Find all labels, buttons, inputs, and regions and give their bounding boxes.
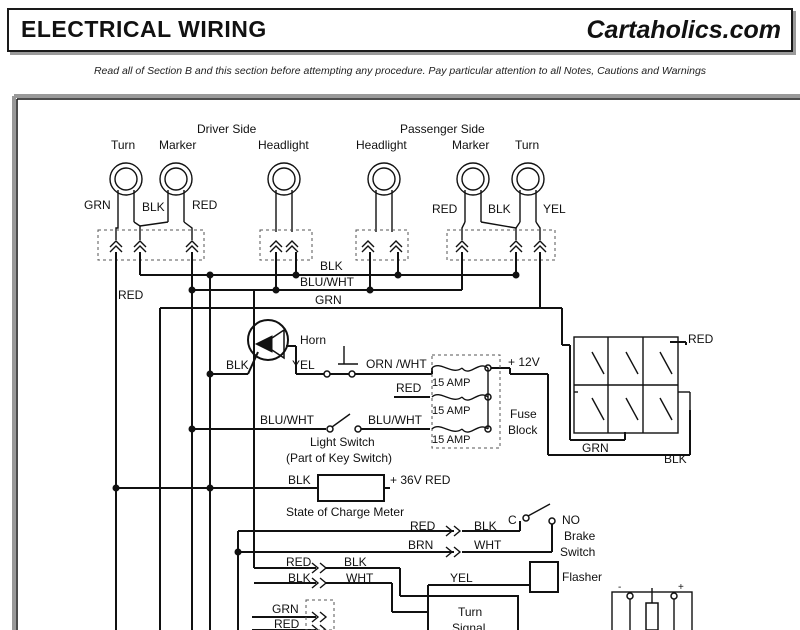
wire-label-grn: GRN (84, 198, 111, 212)
turn-left-label: Turn (111, 138, 135, 152)
wire-label-yel: YEL (543, 202, 566, 216)
connector-box (305, 599, 335, 630)
fuse-label: 15 AMP (432, 377, 471, 389)
horn-label: Horn (300, 333, 326, 347)
connector-box (97, 229, 205, 261)
lamp-icon (367, 162, 401, 232)
wire-label-red: RED (274, 617, 300, 630)
connector-pins (109, 240, 547, 253)
horn-switch-icon (323, 346, 358, 378)
brake-c-label: C (508, 513, 517, 527)
wire-label-red: RED (432, 202, 458, 216)
notice-text: Read all of Section B and this section b… (93, 65, 707, 77)
fuse-block (431, 354, 501, 449)
wire-label-red: RED (410, 519, 436, 533)
plus-label: + (678, 582, 684, 593)
wire-label-yel: YEL (450, 571, 473, 585)
wire-label-wht: WHT (346, 571, 374, 585)
wire-label-bluwht: BLU/WHT (368, 413, 423, 427)
light-switch-icon (326, 413, 362, 433)
junction-dots (112, 271, 520, 556)
wire-label-red: RED (118, 288, 144, 302)
wire-label-blk: BLK (664, 452, 687, 466)
connector-box (355, 229, 409, 261)
flasher-box (529, 561, 559, 593)
charge-meter-label: State of Charge Meter (286, 505, 404, 519)
wire-label-grn: GRN (272, 602, 299, 616)
wire-label-ornwht: ORN /WHT (366, 357, 427, 371)
fuse-label: 15 AMP (432, 405, 471, 417)
key-switch-label: (Part of Key Switch) (286, 451, 392, 465)
horn-icon (247, 319, 289, 361)
turn-signal-box (427, 595, 519, 630)
page-title: ELECTRICAL WIRING (21, 16, 267, 42)
wire-label-bluwht-bus: BLU/WHT (300, 275, 355, 289)
wire-label-yel: YEL (292, 358, 315, 372)
wire-label-wht: WHT (474, 538, 502, 552)
diagram-frame (12, 94, 800, 630)
wire-label-blk: BLK (344, 555, 367, 569)
fuse-label: 15 AMP (432, 434, 471, 446)
turn-connectors (311, 562, 328, 630)
wire-label-blk: BLK (142, 200, 165, 214)
driver-side-label: Driver Side (197, 122, 257, 136)
wire-label-red: RED (286, 555, 312, 569)
wire-label-blk: BLK (474, 519, 497, 533)
connector-box (259, 229, 313, 261)
voltage-36v-label: + 36V RED (390, 473, 451, 487)
diagram-labels: Driver Side Passenger Side Turn Marker H… (84, 122, 714, 630)
lamp-icon (159, 162, 193, 222)
marker-left-label: Marker (159, 138, 196, 152)
brake-no-label: NO (562, 513, 580, 527)
brake-switch-label: Brake (564, 529, 596, 543)
connector-box (446, 229, 556, 261)
wire-label-red: RED (396, 381, 422, 395)
turn-right-label: Turn (515, 138, 539, 152)
brake-switch-label: Switch (560, 545, 595, 559)
voltage-12v-label: + 12V (508, 355, 540, 369)
charge-meter-box (317, 474, 385, 502)
brake-connectors (445, 525, 462, 558)
wire-label-bluwht: BLU/WHT (260, 413, 315, 427)
wire-label-red: RED (192, 198, 218, 212)
lamp-icon (109, 162, 143, 222)
reverse-buzzer-icon (611, 588, 693, 630)
wire-label-blk-bus: BLK (320, 259, 343, 273)
fuse-block-label: Fuse (510, 407, 537, 421)
wire-label-grn: GRN (582, 441, 609, 455)
wire-label-blk: BLK (288, 571, 311, 585)
light-switch-label: Light Switch (310, 435, 375, 449)
passenger-side-label: Passenger Side (400, 122, 485, 136)
battery-pack (573, 336, 691, 434)
flasher-label: Flasher (562, 570, 602, 584)
lamp-icon (511, 162, 545, 222)
headlight-left-label: Headlight (258, 138, 309, 152)
brake-switch-icon (522, 503, 556, 525)
turn-signal-label: Signal (452, 621, 485, 630)
lamp-icon (456, 162, 490, 222)
turn-signal-label: Turn (458, 605, 482, 619)
wire-label-grn-bus: GRN (315, 293, 342, 307)
marker-right-label: Marker (452, 138, 489, 152)
wire-label-brn: BRN (408, 538, 433, 552)
header-bar: ELECTRICAL WIRING Cartaholics.com (7, 8, 793, 52)
lamp-group (109, 162, 545, 240)
minus-label: - (618, 582, 621, 593)
wire-label-red: RED (688, 332, 714, 346)
lamp-icon (267, 162, 301, 232)
headlight-right-label: Headlight (356, 138, 407, 152)
wire-label-blk: BLK (226, 358, 249, 372)
fuse-block-label: Block (508, 423, 538, 437)
brand-name: Cartaholics.com (586, 16, 781, 44)
wire-label-blk: BLK (488, 202, 511, 216)
wire-label-blk: BLK (288, 473, 311, 487)
